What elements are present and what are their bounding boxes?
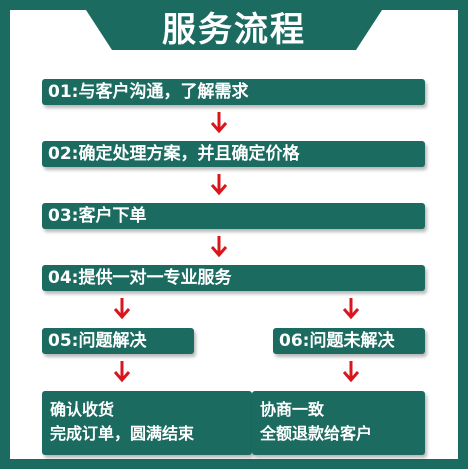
- step-04-service: 04:提供一对一专业服务: [42, 265, 425, 291]
- arrow-down-icon: [211, 236, 227, 258]
- step-06-unresolved: 06:问题未解决: [273, 328, 425, 354]
- step-01-communicate: 01:与客户沟通，了解需求: [42, 79, 425, 105]
- outcome-unresolved-line2: 全额退款给客户: [260, 424, 373, 443]
- arrow-down-icon: [114, 361, 130, 383]
- outcome-unresolved: 协商一致 全额退款给客户: [252, 391, 425, 455]
- outcome-resolved-line2: 完成订单，圆满结束: [50, 424, 195, 443]
- outcome-resolved-line1: 确认收货: [50, 400, 115, 419]
- arrow-down-icon: [114, 298, 130, 320]
- step-03-order: 03:客户下单: [42, 203, 425, 229]
- step-05-resolved: 05:问题解决: [42, 328, 194, 354]
- arrow-down-icon: [211, 112, 227, 134]
- arrow-down-icon: [343, 361, 359, 383]
- outcome-resolved: 确认收货 完成订单，圆满结束: [42, 391, 252, 455]
- arrow-down-icon: [343, 298, 359, 320]
- arrow-down-icon: [211, 174, 227, 196]
- outcome-unresolved-line1: 协商一致: [260, 400, 325, 419]
- page-title: 服务流程: [162, 10, 306, 50]
- step-02-plan-price: 02:确定处理方案，并且确定价格: [42, 141, 425, 167]
